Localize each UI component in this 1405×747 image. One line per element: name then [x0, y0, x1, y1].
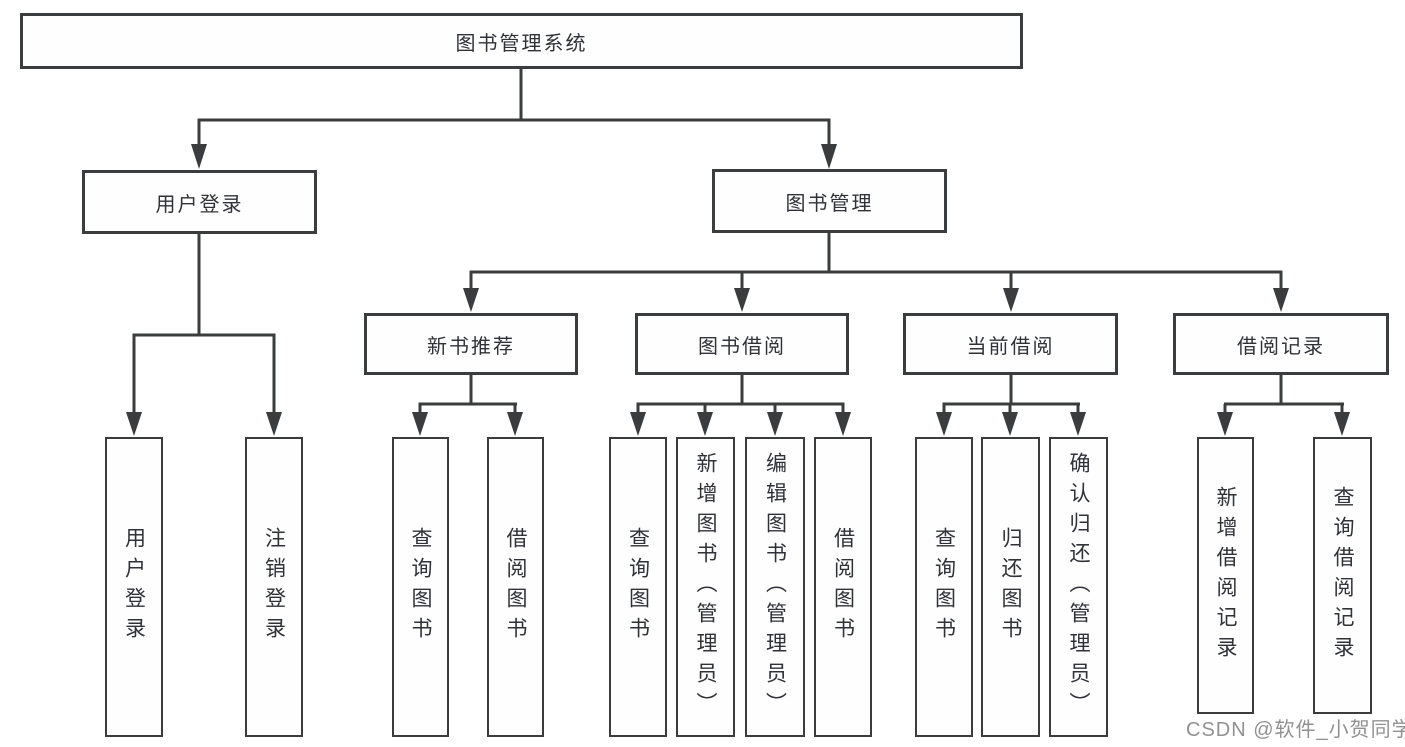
leaf-user-login: 用户登录: [105, 437, 163, 737]
leaf-user-login-label: 用户登录: [122, 527, 146, 647]
leaf-borrow-book-recommend-label: 借阅图书: [504, 527, 527, 647]
leaf-edit-book-admin-label: 编辑图书（管理员）: [763, 452, 787, 722]
leaf-edit-book-admin: 编辑图书（管理员）: [745, 437, 805, 737]
leaf-confirm-return-admin-label: 确认归还（管理员）: [1067, 452, 1090, 722]
node-new-book-recommend: 新书推荐: [364, 313, 578, 375]
leaf-logout-label: 注销登录: [262, 527, 286, 647]
leaf-query-book-borrow-label: 查询图书: [626, 527, 650, 647]
leaf-add-book-admin: 新增图书（管理员）: [676, 437, 735, 737]
leaf-confirm-return-admin: 确认归还（管理员）: [1049, 437, 1108, 737]
csdn-watermark: CSDN @软件_小贺同学: [1186, 719, 1405, 741]
node-borrow-record: 借阅记录: [1173, 313, 1389, 375]
leaf-query-borrow-record: 查询借阅记录: [1313, 437, 1372, 714]
node-user-login: 用户登录: [82, 170, 317, 234]
leaf-query-book-current-label: 查询图书: [932, 527, 956, 647]
node-book-borrow: 图书借阅: [635, 313, 849, 375]
leaf-borrow-book: 借阅图书: [814, 437, 872, 737]
node-book-management: 图书管理: [712, 169, 947, 233]
leaf-borrow-book-label: 借阅图书: [831, 527, 855, 647]
leaf-query-book-borrow: 查询图书: [609, 437, 667, 737]
leaf-add-borrow-record-label: 新增借阅记录: [1214, 485, 1237, 666]
leaf-query-book-recommend-label: 查询图书: [409, 527, 432, 647]
leaf-query-borrow-record-label: 查询借阅记录: [1331, 485, 1354, 666]
leaf-add-book-admin-label: 新增图书（管理员）: [694, 452, 717, 722]
node-library-management-system: 图书管理系统: [20, 13, 1023, 69]
leaf-query-book-recommend: 查询图书: [392, 437, 449, 737]
leaf-return-book: 归还图书: [981, 437, 1040, 737]
leaf-logout: 注销登录: [245, 437, 303, 737]
leaf-add-borrow-record: 新增借阅记录: [1197, 437, 1254, 714]
leaf-return-book-label: 归还图书: [999, 527, 1022, 647]
node-current-borrow: 当前借阅: [903, 313, 1118, 375]
leaf-query-book-current: 查询图书: [915, 437, 973, 737]
leaf-borrow-book-recommend: 借阅图书: [487, 437, 544, 737]
